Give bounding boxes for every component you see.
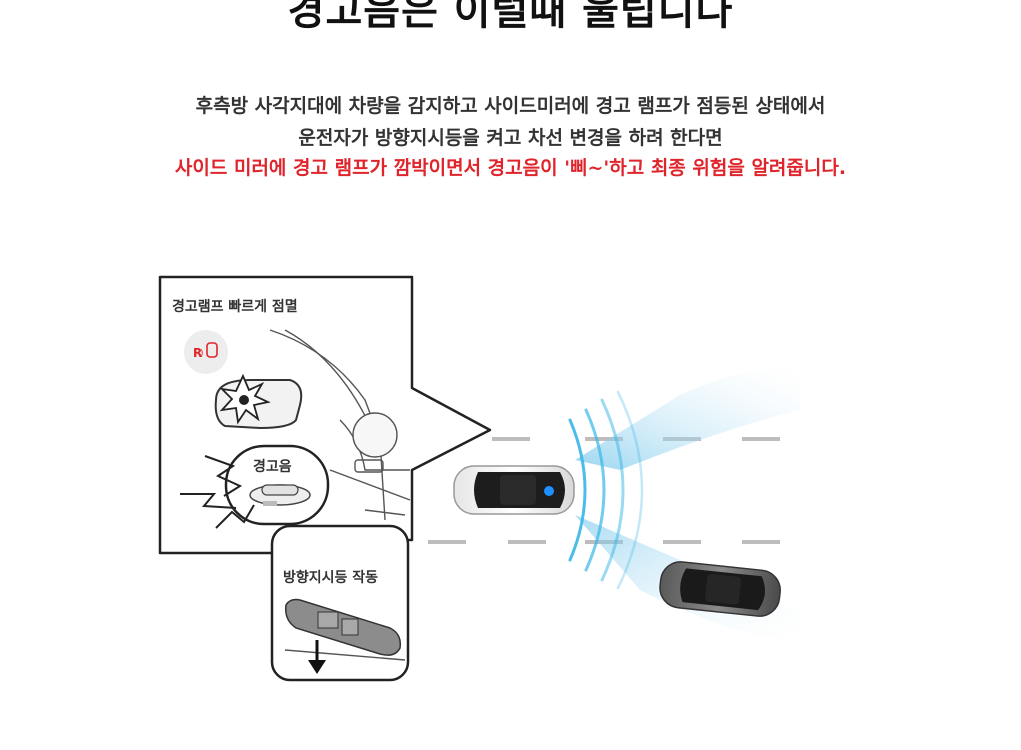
speaker-icon [249,484,311,506]
turn-signal-callout [270,524,410,682]
turn-signal-lever-icon [284,598,406,661]
side-mirror-warning-icon [219,373,271,425]
svg-text:R: R [193,346,202,360]
page-title: 경고음은 이럴때 울립니다 [287,0,734,34]
signal-label: 방향지시등 작동 [283,567,379,587]
description-line-3-warning: 사이드 미러에 경고 램프가 깜박이면서 경고음이 '삐~'하고 최종 위험을 … [174,157,847,179]
description-line-1: 후측방 사각지대에 차량을 감지하고 사이드미러에 경고 램프가 점등된 상태에… [195,95,826,117]
sensor-dot [544,486,554,496]
description-line-2: 운전자가 방향지시등을 켜고 차선 변경을 하려 한다면 [298,127,723,149]
sound-callout [180,444,330,529]
blind-spot-vehicle [659,561,781,617]
arrow-down-icon [308,640,326,674]
lamp-label: 경고램프 빠르게 점멸 [172,296,298,316]
dashboard-callout: R ) [158,275,492,555]
svg-text:): ) [200,349,204,359]
sound-label: 경고음 [253,456,292,476]
own-vehicle [453,465,575,515]
